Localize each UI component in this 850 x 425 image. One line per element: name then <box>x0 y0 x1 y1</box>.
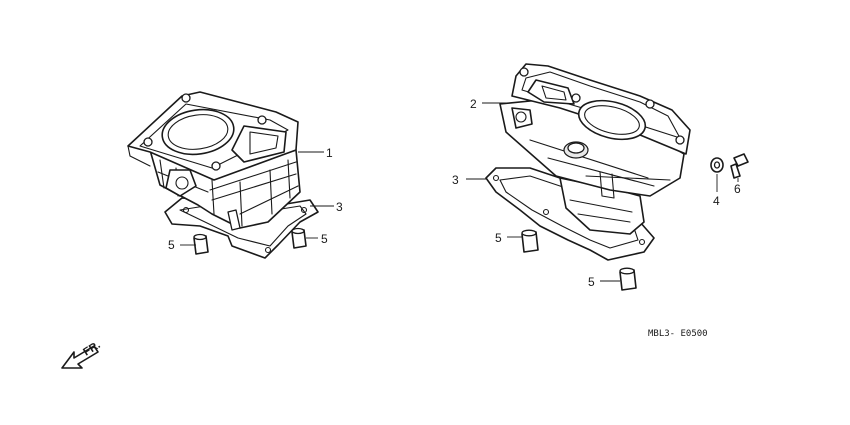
gasket-rear <box>485 167 655 261</box>
callout-2: 2 <box>470 97 477 111</box>
diagram-code: MBL3- E0500 <box>648 329 708 339</box>
callout-3-left: 3 <box>336 200 343 214</box>
callout-1: 1 <box>326 146 333 160</box>
bolt <box>730 153 749 179</box>
leader-lines <box>180 102 739 282</box>
front-direction-arrow: FR. <box>61 339 103 369</box>
collar-left-b <box>291 227 307 249</box>
callout-5-right-a: 5 <box>495 231 502 245</box>
callout-4: 4 <box>713 194 720 208</box>
collar-right-b <box>619 267 637 291</box>
callout-5-right-b: 5 <box>588 275 595 289</box>
washer <box>710 157 724 173</box>
cylinder-rear <box>499 63 691 235</box>
cylinder-front <box>127 91 319 259</box>
callout-3-right: 3 <box>452 173 459 187</box>
collar-right-a <box>521 229 539 253</box>
callout-5-left-b: 5 <box>321 232 328 246</box>
callout-5-left-a: 5 <box>168 238 175 252</box>
callout-6: 6 <box>734 182 741 196</box>
collar-left-a <box>193 233 209 255</box>
